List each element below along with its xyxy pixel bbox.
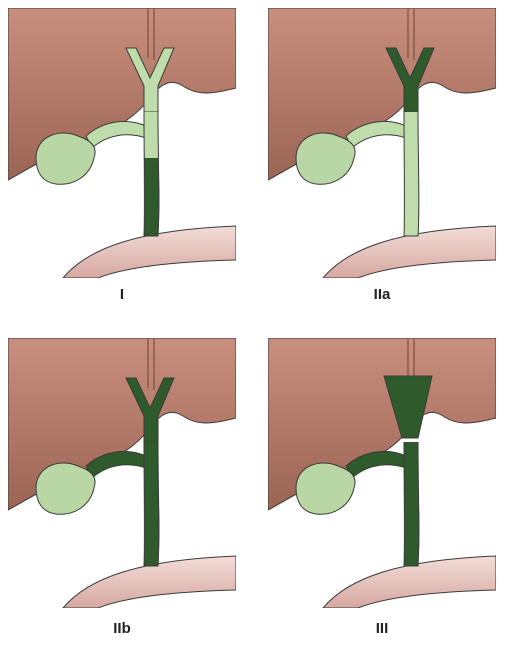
panel-type-2a (268, 8, 496, 308)
panel-caption: IIb (8, 620, 236, 637)
common-bile-duct-upper (404, 442, 418, 488)
panel-caption: I (8, 286, 236, 303)
biliary-diagram (268, 338, 496, 608)
biliary-diagram (268, 8, 496, 278)
common-bile-duct-upper (404, 112, 418, 158)
gallbladder (296, 463, 355, 514)
panel-caption: IIa (268, 286, 496, 303)
gallbladder (36, 133, 95, 184)
common-bile-duct-lower (144, 158, 160, 236)
gallbladder (36, 463, 95, 514)
common-bile-duct-upper (144, 112, 158, 158)
common-bile-duct-lower (404, 488, 420, 566)
panel-type-3 (268, 338, 496, 638)
panel-caption: III (268, 620, 496, 637)
common-bile-duct-upper (144, 442, 158, 488)
gallbladder (296, 133, 355, 184)
biliary-diagram (8, 338, 236, 608)
biliary-diagram (8, 8, 236, 278)
common-bile-duct-lower (144, 488, 160, 566)
panel-type-2b (8, 338, 236, 638)
common-bile-duct-lower (404, 158, 420, 236)
panel-type-1 (8, 8, 236, 308)
